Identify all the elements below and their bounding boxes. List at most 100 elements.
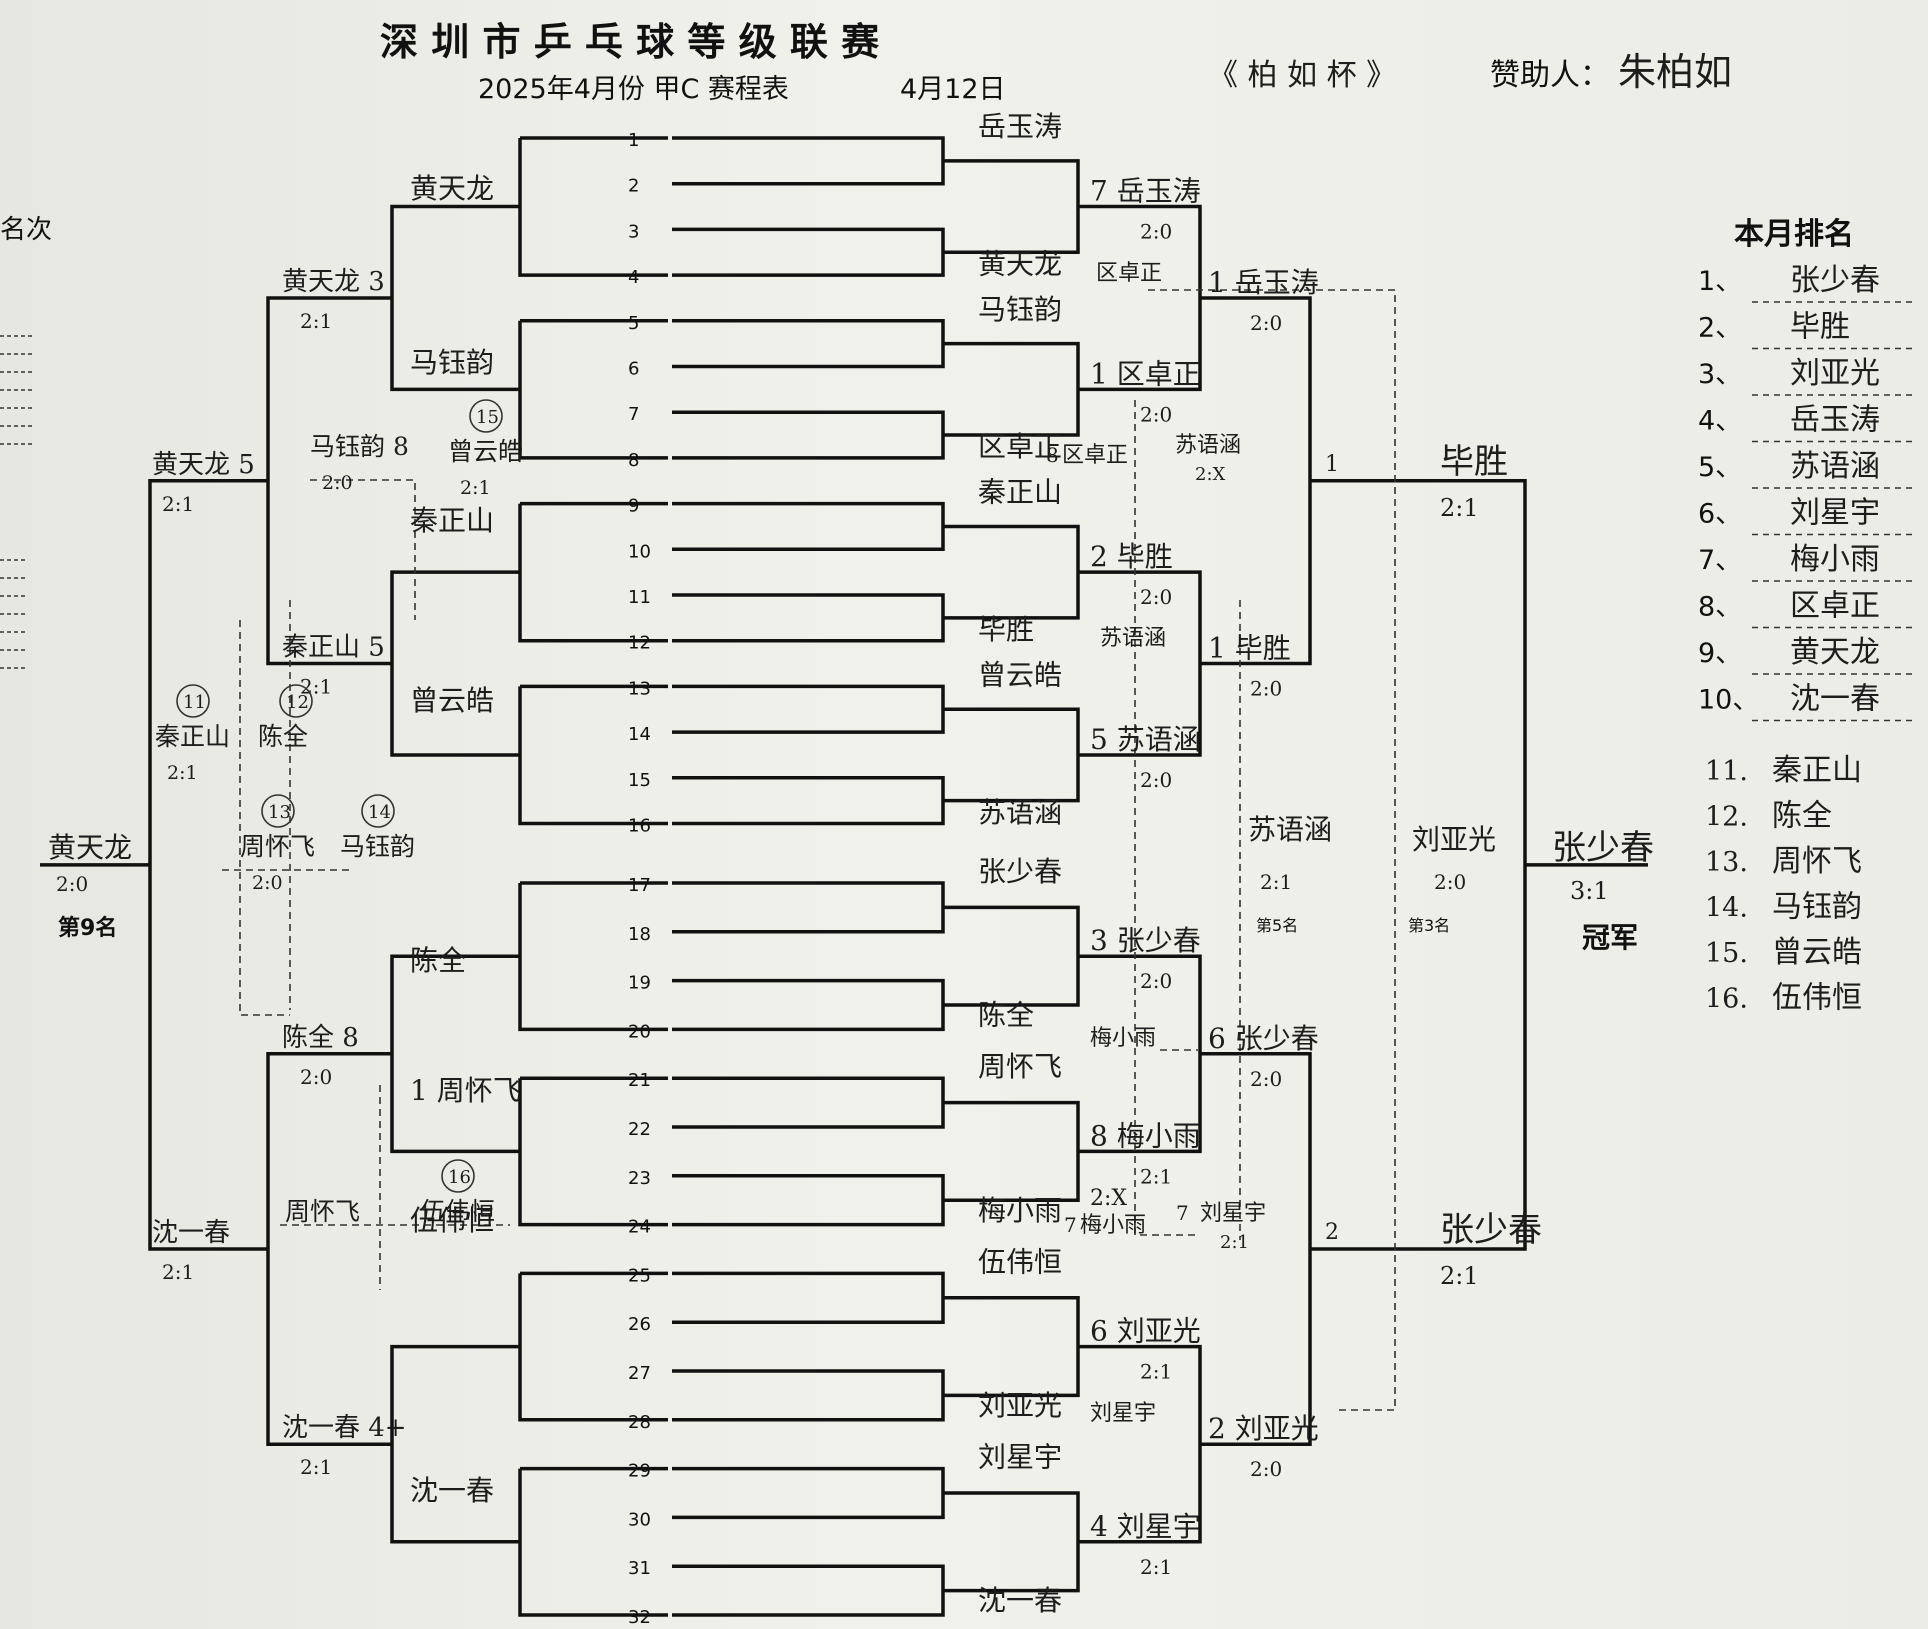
third-score: 2:0	[1434, 870, 1466, 894]
round2-bracket	[943, 159, 1080, 254]
left-extra-name: 周怀飞	[285, 1197, 360, 1226]
qf-player-name: 7 岳玉涛	[1090, 175, 1201, 208]
qf-score: 2:0	[1140, 402, 1172, 426]
circle-number: 12	[286, 692, 309, 713]
slot-number: 21	[628, 1070, 651, 1091]
left-r3-score: 2:1	[162, 492, 194, 516]
match-bracket	[672, 881, 945, 934]
round2-bracket	[943, 1100, 1080, 1202]
left-extra-name: 秦正山	[155, 722, 230, 751]
slot-number: 12	[628, 633, 651, 654]
playoff-name: 2:X	[1090, 1186, 1127, 1211]
rank-name: 沈一春	[1790, 682, 1880, 717]
left-r2-name: 黄天龙 3	[282, 267, 385, 297]
sf-score: 2:0	[1250, 311, 1282, 335]
rank-number: 4、	[1698, 406, 1742, 437]
match-bracket	[672, 776, 945, 826]
left-extra-score: 2:1	[167, 762, 198, 784]
left-r1-bracket	[518, 881, 668, 1032]
slot-number: 16	[628, 816, 651, 837]
left-extra-name: 马钰韵	[340, 832, 415, 861]
r1-player-name: 梅小雨	[978, 1194, 1062, 1227]
left-r1-name: 1 周怀飞	[410, 1074, 521, 1107]
left-extra-name: 周怀飞	[240, 832, 315, 861]
left-winner-label: 第9名	[58, 915, 117, 941]
third-name: 刘亚光	[1412, 823, 1496, 856]
final-bracket	[1310, 479, 1527, 1251]
left-extra-score: 2:1	[460, 477, 491, 499]
slot-number: 23	[628, 1168, 651, 1189]
slot-number: 14	[628, 724, 651, 745]
left-extra-name: 马钰韵 8	[310, 432, 409, 461]
left-r3-name: 黄天龙 5	[152, 450, 255, 480]
sf-player-name: 2 刘亚光	[1208, 1412, 1319, 1445]
rank-name: 区卓正	[1790, 589, 1880, 624]
left-r2-score: 2:1	[300, 1455, 332, 1479]
match-bracket	[672, 593, 945, 643]
circle-mark	[261, 794, 295, 828]
left-r1-name: 陈全	[410, 944, 466, 977]
slot-number: 26	[628, 1314, 651, 1335]
round2-bracket	[943, 341, 1080, 437]
r1-player-name: 张少春	[978, 855, 1062, 888]
final-seed: 2	[1325, 1220, 1339, 1245]
rank-number: 3、	[1698, 359, 1742, 390]
left-r1-bracket	[518, 684, 668, 826]
round2-bracket	[943, 524, 1080, 620]
slot-number: 28	[628, 1412, 651, 1433]
left-r2-score: 2:1	[300, 675, 332, 699]
rank-name: 周怀飞	[1772, 844, 1862, 879]
champion-score: 3:1	[1570, 877, 1609, 905]
slot-number: 24	[628, 1217, 651, 1238]
qf-player-name: 5 苏语涵	[1090, 723, 1201, 756]
right-r4-bracket	[1200, 1052, 1312, 1446]
page-title: 深 圳 市 乒 乓 球 等 级 联 赛	[380, 20, 880, 64]
sf-player-name: 6 张少春	[1208, 1022, 1319, 1055]
cup-name: 《 柏 如 杯 》	[1208, 58, 1396, 93]
sf-score: 2:0	[1250, 1067, 1282, 1091]
rank-name: 苏语涵	[1790, 449, 1880, 484]
r1-player-name: 马钰韵	[978, 293, 1062, 326]
fifth-name: 苏语涵	[1248, 813, 1332, 846]
slot-number: 19	[628, 973, 651, 994]
final-player-name: 毕胜	[1440, 442, 1508, 482]
round2-bracket	[943, 905, 1080, 1007]
slot-number: 25	[628, 1265, 651, 1286]
r1-player-name: 刘星宇	[978, 1441, 1062, 1474]
playoff-dash	[1134, 400, 1200, 1236]
slot-number: 6	[628, 359, 639, 380]
qf-score: 2:0	[1140, 768, 1172, 792]
left-r2-name: 沈一春 4+	[282, 1413, 407, 1443]
left-r1-bracket	[518, 1076, 668, 1227]
qf-score: 2:1	[1140, 1164, 1172, 1188]
match-bracket	[672, 1076, 945, 1129]
slot-number: 32	[628, 1607, 651, 1628]
match-bracket	[672, 1174, 945, 1227]
qf-player-name: 4 刘星宇	[1090, 1510, 1201, 1543]
slot-number: 11	[628, 587, 651, 608]
fifth-score: 2:1	[1260, 870, 1292, 894]
page-subtitle: 2025年4月份 甲C 赛程表	[478, 74, 789, 105]
circle-number: 14	[368, 802, 391, 823]
slot-number: 1	[628, 130, 639, 151]
match-bracket	[672, 1271, 945, 1324]
left-r1-name: 曾云皓	[410, 684, 494, 717]
playoff-name: 梅小雨	[1090, 1026, 1156, 1051]
playoff-name: 苏语涵	[1100, 626, 1166, 651]
playoff-note: 8	[1046, 443, 1059, 467]
rank-number: 2、	[1698, 313, 1742, 344]
ranking-list: 1、张少春2、毕胜3、刘亚光4、岳玉涛5、苏语涵6、刘星宇7、梅小雨8、区卓正9…	[1698, 263, 1912, 1016]
circle-mark	[176, 684, 210, 718]
playoff-name: 区卓正	[1062, 443, 1128, 468]
slot-number: 5	[628, 313, 639, 334]
left-extra-name: 伍伟恒	[420, 1197, 495, 1226]
left-winner-name: 黄天龙	[48, 831, 132, 864]
rank-name: 刘星宇	[1790, 496, 1880, 531]
final-seed: 1	[1325, 452, 1339, 477]
rank-number: 7、	[1698, 545, 1742, 576]
circle-mark	[469, 399, 503, 433]
playoff-score: 2:1	[1220, 1232, 1249, 1253]
circle-mark	[361, 794, 395, 828]
slot-number: 8	[628, 450, 639, 471]
